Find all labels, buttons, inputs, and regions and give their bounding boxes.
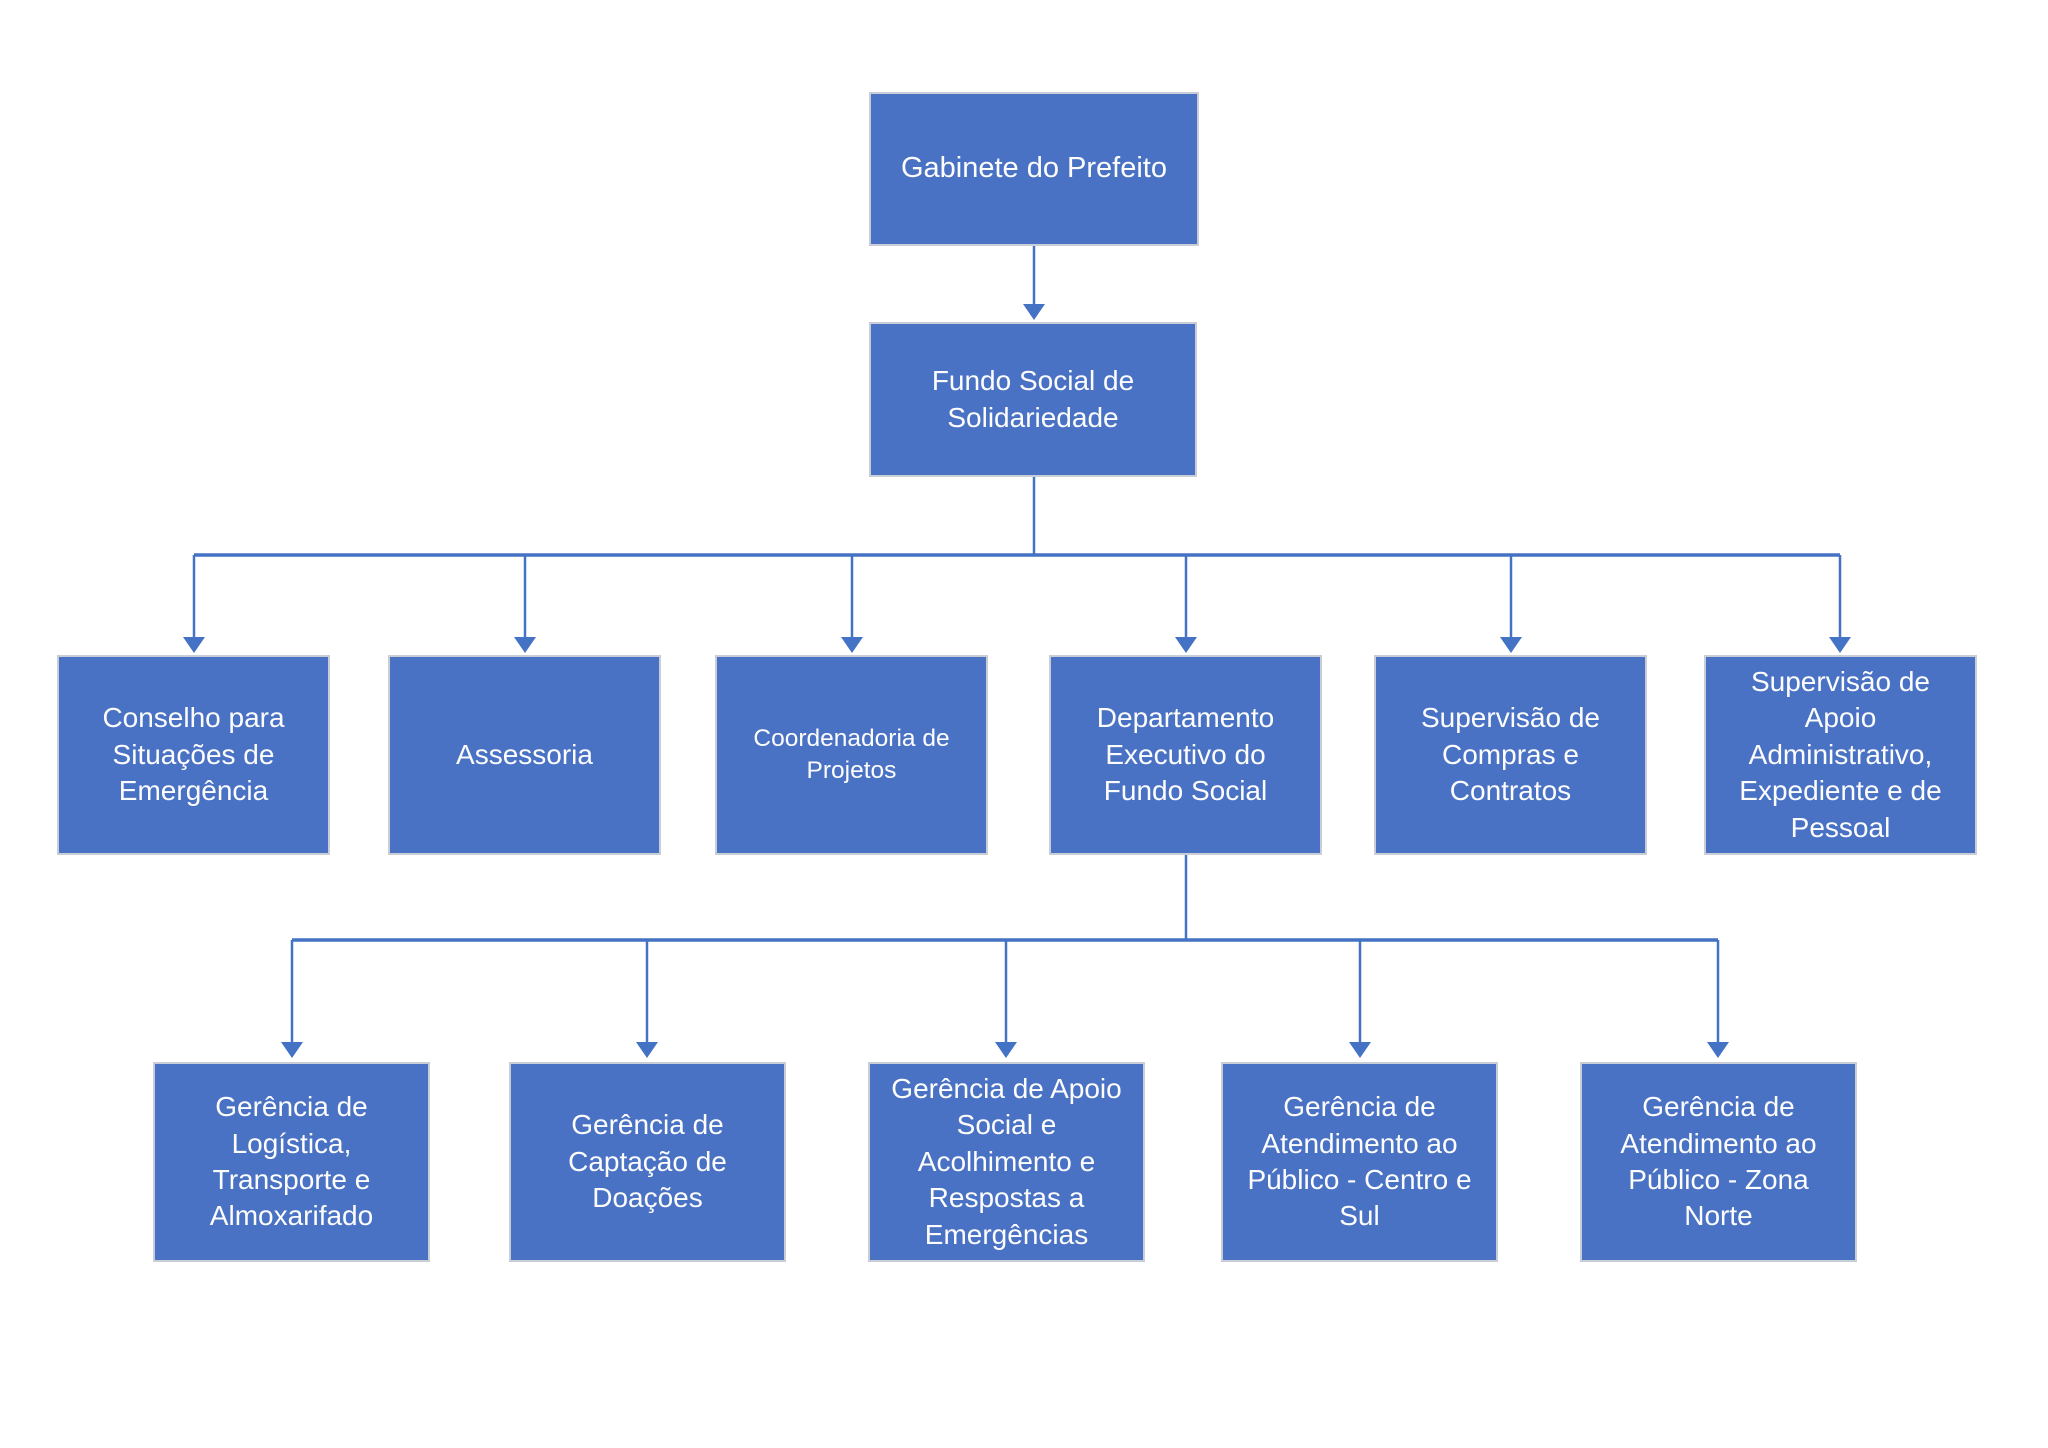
org-node-coordenadoria-de-projetos: Coordenadoria de Projetos xyxy=(715,655,988,855)
org-node-gerencia-captacao-doacoes: Gerência de Captação de Doações xyxy=(509,1062,786,1262)
arrow-head xyxy=(514,637,536,653)
org-node-gerencia-logistica-transporte-almoxarifado: Gerência de Logística, Transporte e Almo… xyxy=(153,1062,430,1262)
org-node-label: Gerência de Atendimento ao Público - Cen… xyxy=(1247,1091,1472,1232)
arrow-head xyxy=(1175,637,1197,653)
org-node-supervisao-apoio-administrativo: Supervisão de Apoio Administrativo, Expe… xyxy=(1704,655,1977,855)
arrow-head xyxy=(183,637,205,653)
arrow-head xyxy=(1500,637,1522,653)
org-node-label: Gerência de Captação de Doações xyxy=(568,1109,727,1214)
arrow-head xyxy=(1023,304,1045,320)
org-node-label: Gerência de Apoio Social e Acolhimento e… xyxy=(891,1073,1122,1250)
org-node-gerencia-atendimento-publico-zona-norte: Gerência de Atendimento ao Público - Zon… xyxy=(1580,1062,1857,1262)
org-node-label: Supervisão de Apoio Administrativo, Expe… xyxy=(1739,666,1942,843)
arrow-head xyxy=(281,1042,303,1058)
arrow-head xyxy=(1707,1042,1729,1058)
org-node-gabinete-do-prefeito: Gabinete do Prefeito xyxy=(869,92,1199,246)
arrow-head xyxy=(841,637,863,653)
org-node-label: Assessoria xyxy=(456,738,593,770)
arrow-head xyxy=(995,1042,1017,1058)
org-node-label: Gerência de Logística, Transporte e Almo… xyxy=(209,1091,374,1232)
org-node-gerencia-apoio-social-acolhimento: Gerência de Apoio Social e Acolhimento e… xyxy=(868,1062,1145,1262)
org-node-label: Supervisão de Compras e Contratos xyxy=(1420,702,1600,807)
arrow-head xyxy=(636,1042,658,1058)
arrow-head xyxy=(1349,1042,1371,1058)
org-node-supervisao-compras-contratos: Supervisão de Compras e Contratos xyxy=(1374,655,1647,855)
org-node-label: Coordenadoria de Projetos xyxy=(753,725,950,784)
org-node-departamento-executivo-fundo-social: Departamento Executivo do Fundo Social xyxy=(1049,655,1322,855)
arrow-head xyxy=(1829,637,1851,653)
org-node-gerencia-atendimento-publico-centro-sul: Gerência de Atendimento ao Público - Cen… xyxy=(1221,1062,1498,1262)
org-node-label: Departamento Executivo do Fundo Social xyxy=(1096,702,1275,807)
org-node-label: Gabinete do Prefeito xyxy=(900,152,1167,185)
org-node-label: Fundo Social de Solidariedade xyxy=(931,365,1135,433)
org-node-conselho-situacoes-emergencia: Conselho para Situações de Emergência xyxy=(57,655,330,855)
org-node-label: Gerência de Atendimento ao Público - Zon… xyxy=(1620,1091,1817,1232)
org-node-assessoria: Assessoria xyxy=(388,655,661,855)
org-node-label: Conselho para Situações de Emergência xyxy=(102,702,285,807)
org-node-fundo-social-de-solidariedade: Fundo Social de Solidariedade xyxy=(869,322,1197,477)
